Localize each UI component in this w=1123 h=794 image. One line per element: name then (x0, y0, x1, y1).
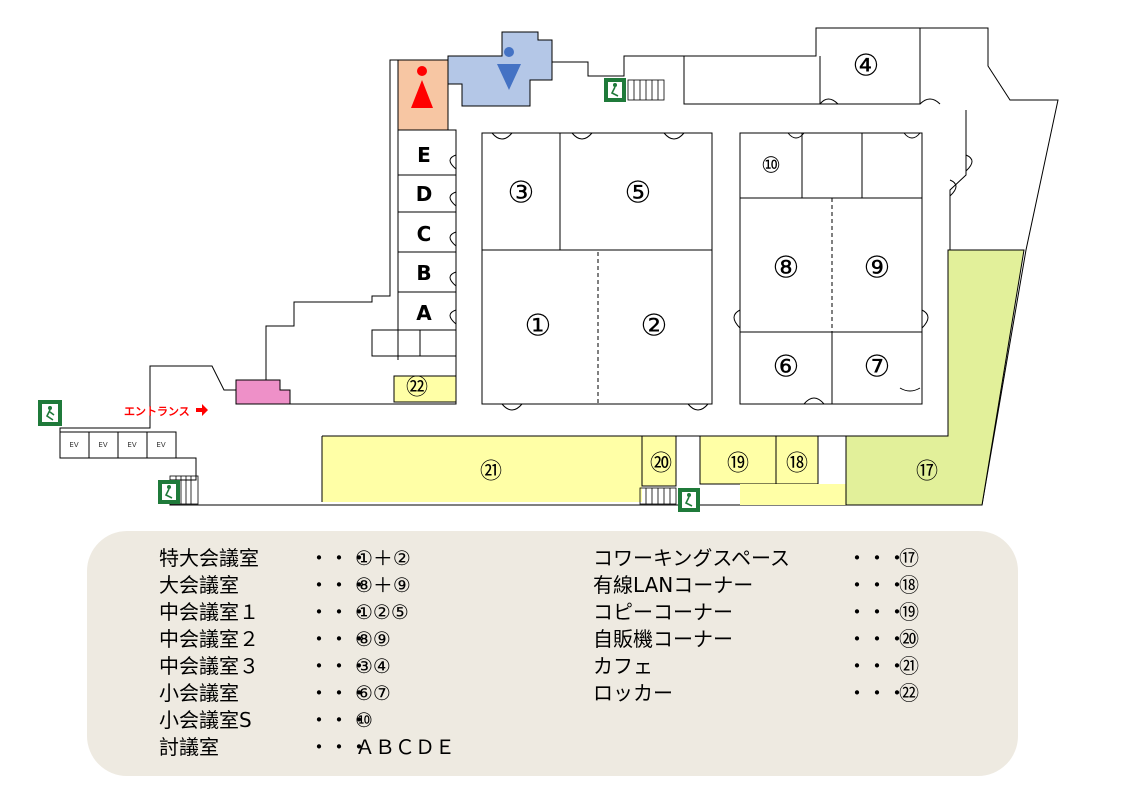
building-outline (59, 27, 1059, 506)
women-restroom-icon (411, 66, 433, 108)
legend-area-name: 自販機コーナー (593, 627, 733, 651)
legend-room-name: 中会議室１ (159, 600, 259, 624)
legend-area-name: カフェ (593, 654, 653, 678)
exit-sign-icon (604, 78, 626, 102)
legend-room-name: 小会議室 (159, 681, 239, 705)
exit-sign-icon (158, 480, 180, 504)
elevator-label: EV (127, 441, 136, 449)
coworking-extension (740, 484, 846, 505)
discussion-room-b: B (416, 261, 431, 285)
room-22-label: ㉒ (406, 376, 428, 401)
lan-area (775, 435, 819, 485)
discussion-room-a: A (416, 301, 432, 325)
legend-dots: ・・・ (847, 681, 907, 705)
north-door-swings (819, 98, 973, 197)
block-west-doors (491, 132, 709, 411)
legend-area-name: 有線LANコーナー (593, 573, 754, 597)
elevator-label: EV (69, 441, 78, 449)
legend-room-value: ⑧＋⑨ (355, 573, 411, 597)
legend-dots: ・・・ (309, 654, 369, 678)
legend-dots: ・・・ (309, 708, 369, 732)
room-7-label: ⑦ (864, 350, 891, 385)
legend-room-name: 中会議室３ (159, 654, 259, 678)
legend-room-name: 討議室 (159, 735, 219, 759)
discussion-room-e: E (417, 143, 431, 167)
room-17-label: ⑰ (916, 460, 938, 485)
room-8-label: ⑧ (773, 251, 800, 286)
room-18-label: ⑱ (786, 452, 808, 477)
elevator-label: EV (156, 441, 165, 449)
entrance-label: エントランス (124, 405, 190, 418)
legend-area-value: ⑲ (899, 600, 919, 624)
legend-dots: ・・・ (309, 546, 369, 570)
discussion-room-d: D (416, 182, 433, 206)
elevator-dividers (88, 432, 148, 458)
legend-dots: ・・・ (847, 573, 907, 597)
legend-room-value: ③④ (355, 654, 391, 678)
room-3-label: ③ (508, 176, 535, 211)
room-9-label: ⑨ (864, 251, 891, 286)
legend-dots: ・・・ (847, 546, 907, 570)
legend-area-name: ロッカー (593, 681, 673, 705)
legend-area-name: コワーキングスペース (593, 546, 790, 570)
exit-sign-icon (678, 488, 700, 512)
entrance-arrow-icon (196, 404, 208, 416)
room-19-label: ⑲ (727, 452, 749, 477)
floor-map: エントランス EV EV EV EV E D C B A ① ② ③ ④ ⑤ ⑥… (38, 27, 1059, 512)
legend-room-name: 特大会議室 (159, 546, 259, 570)
legend-area-value: ㉒ (899, 681, 919, 705)
stairs-north (627, 79, 665, 101)
legend-area-name: コピーコーナー (593, 600, 733, 624)
legend-dots: ・・・ (309, 600, 369, 624)
legend-room-name: 小会議室S (159, 708, 252, 732)
cafe-area (322, 436, 642, 502)
room-5-label: ⑤ (625, 176, 652, 211)
legend-room-value: ①＋② (355, 546, 411, 570)
room-6-label: ⑥ (773, 350, 800, 385)
room-21-label: ㉑ (480, 460, 502, 485)
legend-dots: ・・・ (309, 735, 369, 759)
corridor-walls (236, 129, 948, 502)
elevator-label: EV (98, 441, 107, 449)
legend-room-value: ＡＢＣＤＥ (355, 735, 455, 759)
legend-dots: ・・・ (309, 681, 369, 705)
legend-area-value: ㉑ (899, 654, 919, 678)
room-2-label: ② (641, 309, 668, 344)
legend-dots: ・・・ (309, 627, 369, 651)
legend-dots: ・・・ (847, 600, 907, 624)
men-restroom-icon (497, 47, 521, 90)
small-rooms-below-a (371, 329, 457, 357)
block-east-doors (733, 132, 929, 405)
exit-sign-icon (38, 400, 62, 426)
room-20-label: ⑳ (650, 452, 672, 477)
room-4-label: ④ (853, 49, 880, 84)
block-west (481, 132, 713, 405)
discussion-door-swings (449, 154, 457, 325)
north-rooms-outline (683, 28, 967, 250)
legend-room-value: ⑥⑦ (355, 681, 391, 705)
legend-room-value: ⑩ (355, 708, 373, 732)
legend-area-value: ⑳ (899, 627, 919, 651)
legend-dots: ・・・ (847, 654, 907, 678)
room-1-label: ① (525, 309, 552, 344)
room-10-label: ⑩ (761, 154, 781, 179)
legend-dots: ・・・ (847, 627, 907, 651)
pink-area (235, 379, 291, 405)
discussion-room-c: C (417, 222, 432, 246)
legend-room-name: 中会議室２ (159, 627, 259, 651)
legend-dots: ・・・ (309, 573, 369, 597)
block-east (739, 132, 923, 405)
discussion-rooms-walls (397, 129, 456, 360)
legend-room-value: ①②⑤ (355, 600, 409, 624)
legend-area-value: ⑰ (899, 546, 919, 570)
stairs-south (639, 487, 677, 505)
legend-room-name: 大会議室 (159, 573, 239, 597)
legend-area-value: ⑱ (899, 573, 919, 597)
legend-panel: 特大会議室 ・・・ ①＋② 大会議室 ・・・ ⑧＋⑨ 中会議室１ ・・・ ①②⑤… (87, 531, 1018, 776)
legend-room-value: ⑧⑨ (355, 627, 391, 651)
